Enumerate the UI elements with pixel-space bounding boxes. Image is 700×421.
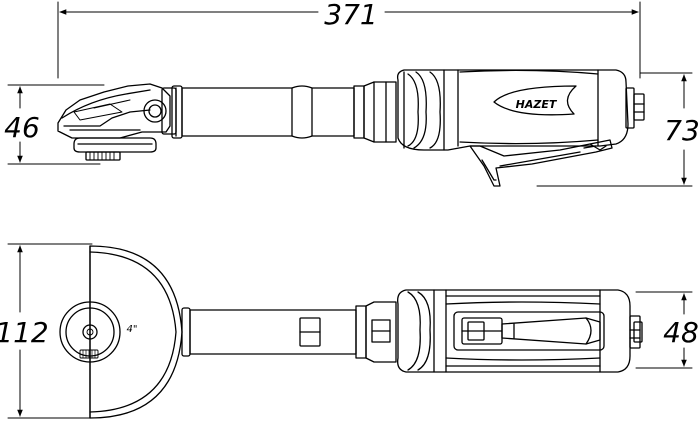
guard-diameter-label: 112 (0, 316, 49, 349)
collar-top (181, 307, 191, 357)
dimension-side-head-height: 46 (4, 84, 105, 165)
top-view: 4" (59, 245, 643, 419)
body-width-label: 48 (663, 316, 699, 349)
coupling-nut-top (355, 301, 397, 363)
guard-size-mark: 4" (127, 324, 138, 335)
dimension-side-body-height: 73 (536, 72, 700, 187)
dimension-body-width: 48 (635, 291, 699, 369)
trigger-lever-side (469, 139, 613, 187)
air-inlet-top (629, 315, 643, 349)
trigger-lever-top (453, 311, 605, 351)
dimension-guard-diameter: 112 (0, 243, 93, 419)
extension-tube-top (189, 309, 357, 355)
grinding-disc-side (73, 137, 157, 161)
air-inlet-side (625, 87, 645, 129)
wheel-guard-top: 4" (89, 245, 183, 419)
coupling-nut-side (353, 81, 397, 143)
side-head-height-label: 46 (4, 111, 40, 144)
spindle-lock-button (143, 99, 167, 123)
brand-label: HAZET (516, 98, 558, 111)
grinding-disc-top (59, 301, 121, 363)
side-view: HAZET (57, 69, 645, 187)
side-body-height-label: 73 (664, 114, 700, 147)
brand-badge (493, 85, 577, 116)
dimension-overall-length: 371 (57, 0, 641, 79)
grinder-head (57, 83, 177, 139)
motor-body-top (397, 289, 631, 373)
extension-tube-side (181, 85, 355, 139)
neck-collar (171, 85, 183, 139)
motor-body-side: HAZET (396, 69, 629, 151)
overall-length-label: 371 (324, 0, 377, 31)
